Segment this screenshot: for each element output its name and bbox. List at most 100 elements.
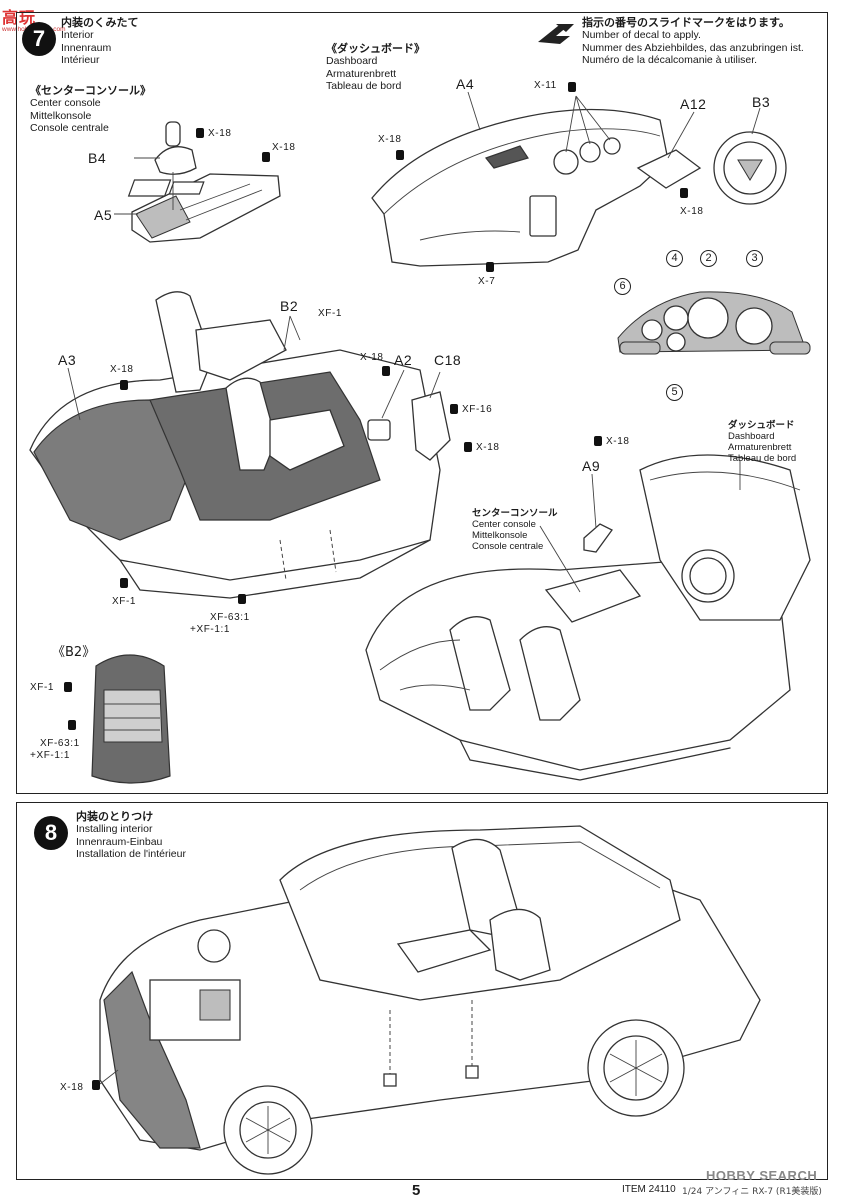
paint-dot xyxy=(238,594,246,604)
decal-note-de: Nummer des Abziehbildes, das anzubringen… xyxy=(582,41,804,54)
paint-dot xyxy=(486,262,494,272)
b2-paint-xf1: XF-1 xyxy=(30,682,55,693)
paint-x18-pedals: X-18 xyxy=(476,442,500,453)
part-label-a9: A9 xyxy=(582,458,601,474)
part-label-b4: B4 xyxy=(88,150,107,166)
step8-title-fr: Installation de l'intérieur xyxy=(76,848,186,860)
decal-num-3: 3 xyxy=(746,250,763,267)
paint-dot xyxy=(68,720,76,730)
decal-num-6: 6 xyxy=(614,278,631,295)
paint-x18-column: X-18 xyxy=(680,206,704,217)
part-label-a3: A3 xyxy=(58,352,77,368)
paint-x7: X-7 xyxy=(478,276,496,287)
center-console-fr: Console centrale xyxy=(30,122,109,134)
b2-seat-drawing xyxy=(91,654,171,784)
step8-panel xyxy=(16,802,828,1180)
step8-title-jp: 内装のとりつけ xyxy=(76,810,154,823)
decal-num-2: 2 xyxy=(700,250,717,267)
step8-title-de: Innenraum-Einbau xyxy=(76,835,163,848)
paint-dot xyxy=(464,442,472,452)
dashboard-jp: 《ダッシュボード》 xyxy=(326,42,425,55)
paint-xf1-bottom: XF-1 xyxy=(112,596,137,607)
paint-x18-dash: X-18 xyxy=(378,134,402,145)
page-number: 5 xyxy=(412,1182,421,1199)
paint-xf63-a: XF-63:1 xyxy=(210,612,250,623)
step8-title: 内装のとりつけ Installing interior Innenraum-Ei… xyxy=(76,810,186,861)
b2-detail-title: 《B2》 xyxy=(52,645,96,660)
gauge-panel-drawing xyxy=(617,291,811,355)
center-console-de: Mittelkonsole xyxy=(30,109,92,122)
paint-xf16: XF-16 xyxy=(462,404,493,415)
assembled-interior-drawing xyxy=(365,454,811,781)
paint-x18-shifter: X-18 xyxy=(208,128,232,139)
decal-note-fr: Numéro de la décalcomanie à utiliser. xyxy=(582,54,758,66)
step8-title-en: Installing interior xyxy=(76,823,153,835)
dashboard-drawing xyxy=(371,108,787,267)
b2-paint-xf63-b: +XF-1:1 xyxy=(30,750,71,761)
step7-title-fr: Intérieur xyxy=(61,54,100,66)
part-label-a2: A2 xyxy=(394,352,413,368)
paint-dot xyxy=(196,128,204,138)
part-label-a12: A12 xyxy=(680,96,707,112)
step7-title-de: Innenraum xyxy=(61,41,112,54)
decal-note-en: Number of decal to apply. xyxy=(582,29,701,41)
decal-num-4: 4 xyxy=(666,250,683,267)
paint-dot xyxy=(568,82,576,92)
dashboard-en: Dashboard xyxy=(326,55,378,67)
console-assembly-drawing xyxy=(127,121,281,243)
dashboard-fr: Tableau de bord xyxy=(326,80,402,92)
paint-x18-a9: X-18 xyxy=(606,436,630,447)
part-label-a4: A4 xyxy=(456,76,475,92)
step7-title-en: Interior xyxy=(61,29,94,41)
paint-dot xyxy=(680,188,688,198)
sub-console-de: Mittelkonsole xyxy=(472,530,528,541)
step7-title: 内装のくみたて Interior Innenraum Intérieur xyxy=(61,16,138,67)
paint-x18-left: X-18 xyxy=(110,364,134,375)
center-console-heading: 《センターコンソール》 Center console Mittelkonsole… xyxy=(30,84,151,135)
paint-dot xyxy=(120,578,128,588)
paint-dot xyxy=(262,152,270,162)
center-console-en: Center console xyxy=(30,97,101,109)
step7-title-jp: 内装のくみたて xyxy=(61,16,139,29)
paint-x18-console: X-18 xyxy=(272,142,296,153)
dashboard-de: Armaturenbrett xyxy=(326,67,397,80)
footer-item: ITEM 24110 xyxy=(622,1184,676,1195)
chassis-drawing xyxy=(99,825,761,1175)
paint-dot xyxy=(594,436,602,446)
sub-dash-jp: ダッシュボード xyxy=(728,420,795,431)
sub-dash-de: Armaturenbrett xyxy=(728,442,792,453)
step8-number: 8 xyxy=(34,816,68,850)
step7-panel xyxy=(16,12,828,794)
decal-num-5: 5 xyxy=(666,384,683,401)
sub-dash-en: Dashboard xyxy=(728,431,775,442)
tub-drawing xyxy=(29,291,451,599)
sub-console-en: Center console xyxy=(472,519,536,530)
decal-note: 指示の番号のスライドマークをはります。 Number of decal to a… xyxy=(582,16,804,67)
sub-console-fr: Console centrale xyxy=(472,541,544,552)
dashboard-heading: 《ダッシュボード》 Dashboard Armaturenbrett Table… xyxy=(326,42,425,93)
sub-dash-fr: Tableau de bord xyxy=(728,453,797,464)
footer-watermark: HOBBY SEARCH xyxy=(706,1168,818,1183)
center-console-jp: 《センターコンソール》 xyxy=(30,84,151,97)
part-label-b2: B2 xyxy=(280,298,299,314)
decal-note-icon xyxy=(536,22,576,44)
paint-xf1-floor: XF-1 xyxy=(318,308,343,319)
step7-number: 7 xyxy=(22,22,56,56)
footer-scale: 1/24 アンフィニ RX-7 (R1美装版) xyxy=(682,1187,822,1197)
paint-dot xyxy=(396,150,404,160)
paint-dot xyxy=(450,404,458,414)
sub-console-label: センターコンソール Center console Mittelkonsole C… xyxy=(472,508,558,552)
step8-paint-x18: X-18 xyxy=(60,1082,84,1093)
part-label-a5: A5 xyxy=(94,207,113,223)
decal-note-jp: 指示の番号のスライドマークをはります。 xyxy=(582,16,790,29)
leader-lines xyxy=(67,91,761,593)
sub-dash-label: ダッシュボード Dashboard Armaturenbrett Tableau… xyxy=(728,420,796,464)
paint-xf63-b: +XF-1:1 xyxy=(190,624,231,635)
part-label-b3: B3 xyxy=(752,94,771,110)
paint-dot xyxy=(92,1080,100,1090)
paint-dot xyxy=(382,366,390,376)
paint-dot xyxy=(120,380,128,390)
part-label-c18: C18 xyxy=(434,352,462,368)
